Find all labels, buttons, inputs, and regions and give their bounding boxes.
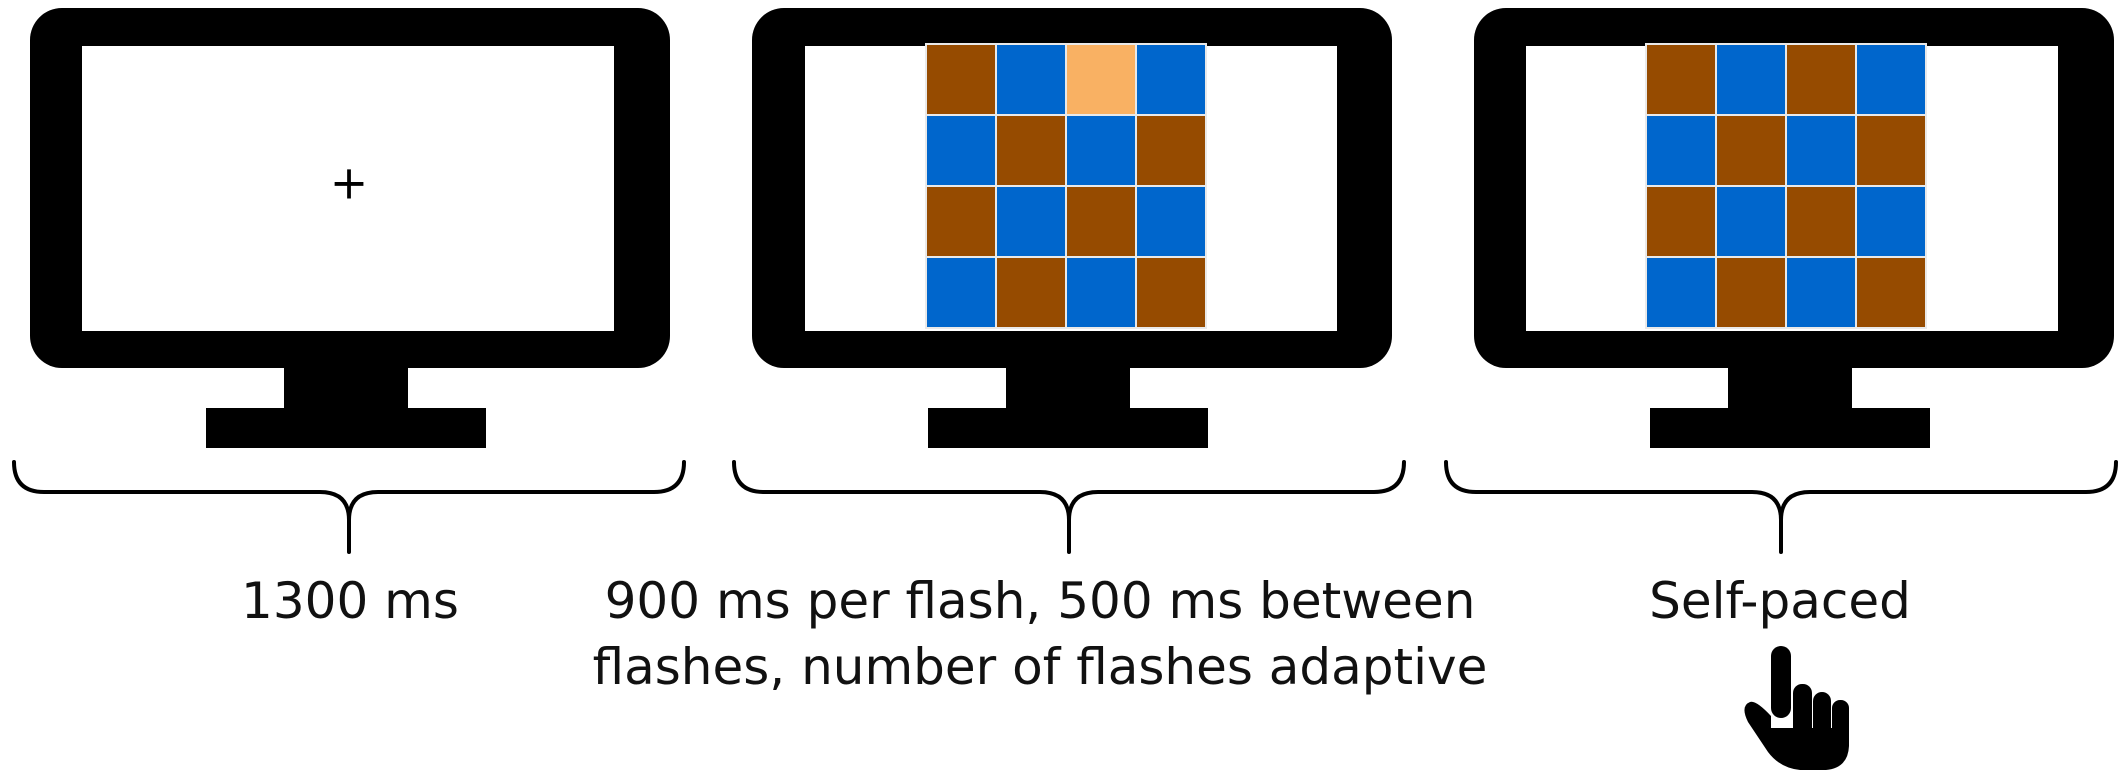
grid-cell-blue (1645, 256, 1717, 329)
grid-cell-blue (1065, 256, 1137, 329)
grid-cell-blue (1855, 43, 1927, 116)
monitor-neck (1728, 368, 1852, 410)
brace-response (1444, 460, 2118, 554)
grid-cell-blue (925, 114, 997, 187)
flash-timing-label: 900 ms per flash, 500 ms between flashes… (560, 568, 1520, 700)
monitor-base (928, 408, 1208, 448)
pointing-hand-icon (1744, 646, 1849, 770)
grid-cell-brown (1645, 43, 1717, 116)
grid-cell-brown (1715, 114, 1787, 187)
grid-cell-blue (925, 256, 997, 329)
grid-cell-brown (995, 256, 1067, 329)
grid-cell-brown (1135, 256, 1207, 329)
grid-cell-brown (1785, 185, 1857, 258)
grid-cell-blue (1135, 43, 1207, 116)
grid-cell-brown (1065, 185, 1137, 258)
monitor-screen (82, 46, 614, 331)
monitor-response (1474, 8, 2114, 448)
grid-cell-blue (1645, 114, 1717, 187)
monitor-base (1650, 408, 1930, 448)
grid-cell-brown (995, 114, 1067, 187)
monitor-flash (752, 8, 1392, 448)
grid-cell-blue (1855, 185, 1927, 258)
monitor-fixation: + (30, 8, 670, 448)
grid-cell-brown (1135, 114, 1207, 187)
monitor-base (206, 408, 486, 448)
flash-color-grid (925, 43, 1207, 329)
grid-cell-blue (1065, 114, 1137, 187)
grid-cell-blue (1785, 256, 1857, 329)
grid-cell-brown (1855, 256, 1927, 329)
grid-cell-blue (1135, 185, 1207, 258)
grid-cell-blue (995, 185, 1067, 258)
grid-cell-blue (1715, 185, 1787, 258)
grid-cell-blue (1785, 114, 1857, 187)
flash-timing-line-1: 900 ms per flash, 500 ms between (604, 572, 1476, 630)
grid-cell-brown (1715, 256, 1787, 329)
grid-cell-brown (1785, 43, 1857, 116)
monitor-neck (1006, 368, 1130, 410)
flash-timing-line-2: flashes, number of flashes adaptive (592, 638, 1488, 696)
monitor-neck (284, 368, 408, 410)
response-label: Self-paced (1649, 572, 1911, 630)
grid-cell-blue (1715, 43, 1787, 116)
grid-cell-brown (925, 43, 997, 116)
brace-fixation (12, 460, 686, 554)
fixation-cross: + (330, 156, 369, 210)
fixation-duration-label: 1300 ms (241, 572, 459, 630)
response-color-grid (1645, 43, 1927, 329)
grid-cell-blue (995, 43, 1067, 116)
brace-flash (732, 460, 1406, 554)
grid-cell-brown (1855, 114, 1927, 187)
grid-cell-brown (1645, 185, 1717, 258)
grid-cell-highlight (1065, 43, 1137, 116)
grid-cell-brown (925, 185, 997, 258)
